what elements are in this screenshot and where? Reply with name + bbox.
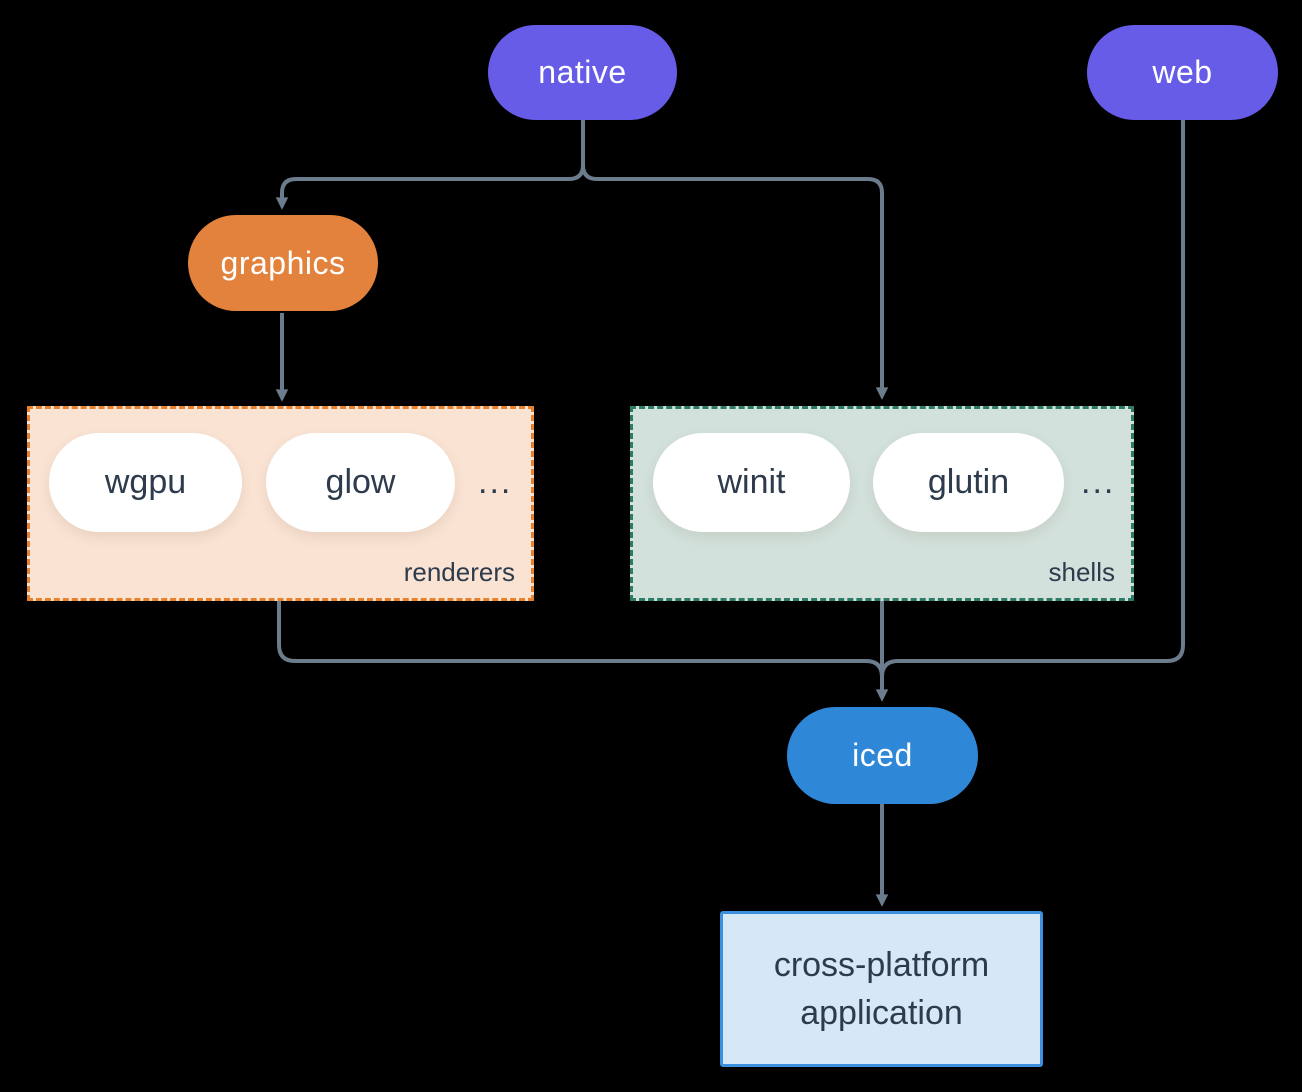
node-web: web (1087, 25, 1278, 120)
pill-wgpu-label: wgpu (104, 463, 187, 501)
edge-renderers-junction (277, 601, 884, 678)
group-shells: winit glutin ... shells (630, 406, 1134, 601)
node-native-label: native (538, 54, 627, 90)
application-label-line1: cross-platform (773, 946, 990, 984)
pill-glutin: glutin (873, 433, 1064, 532)
node-iced-label: iced (852, 737, 913, 773)
node-native: native (488, 25, 677, 120)
group-renderers: wgpu glow ... renderers (27, 406, 534, 601)
pill-winit: winit (653, 433, 850, 532)
shells-group-label: shells (1048, 557, 1115, 587)
pill-wgpu: wgpu (49, 433, 242, 532)
node-iced: iced (787, 707, 978, 804)
node-graphics-label: graphics (220, 244, 346, 281)
node-web-label: web (1152, 54, 1213, 90)
pill-glow: glow (266, 433, 455, 532)
renderers-group-label: renderers (403, 557, 515, 587)
shells-ellipsis: ... (1081, 463, 1116, 501)
node-graphics: graphics (188, 215, 378, 311)
renderers-ellipsis: ... (478, 463, 513, 501)
pill-glutin-label: glutin (927, 463, 1010, 501)
pill-glow-label: glow (325, 463, 396, 501)
pill-winit-label: winit (717, 463, 786, 501)
edge-native-shells (581, 120, 889, 400)
edge-native-graphics (275, 120, 585, 210)
application-label-line2: application (800, 994, 963, 1032)
node-cross-platform-application: cross-platform application (720, 911, 1043, 1067)
